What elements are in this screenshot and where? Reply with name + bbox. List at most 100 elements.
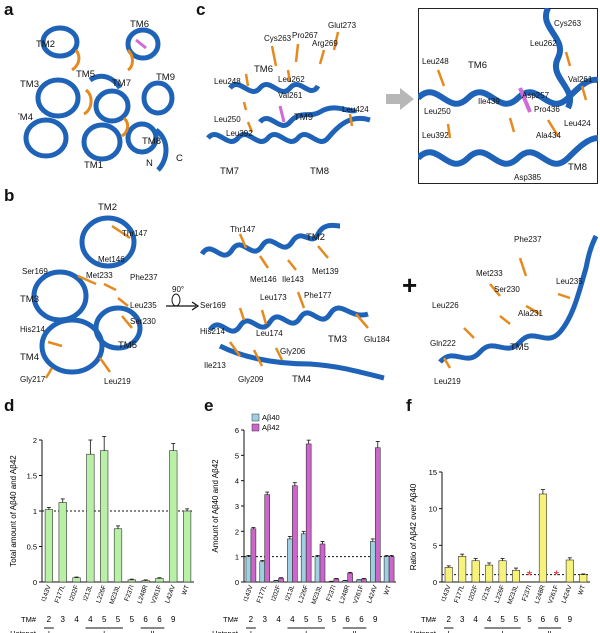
label-bm-phe177: Phe177 bbox=[304, 291, 332, 300]
label-b-ser230: Ser230 bbox=[130, 317, 156, 326]
plus-sign: + bbox=[402, 270, 418, 300]
tm-number: 5 bbox=[116, 615, 121, 624]
tm-number: 6 bbox=[554, 615, 559, 624]
label-b-ser169: Ser169 bbox=[22, 267, 48, 276]
tm-number: 5 bbox=[514, 615, 519, 624]
label-b-tm4: TM4 bbox=[20, 352, 39, 363]
panel-a-structure: TM2 TM6 TM3 TM5 TM7 TM9 TM4 TM8 TM1 N C bbox=[18, 19, 183, 172]
bar bbox=[579, 574, 588, 583]
label-bm-leu174: Leu174 bbox=[256, 329, 283, 338]
legend-label: Aβ42 bbox=[262, 423, 280, 432]
bar bbox=[333, 578, 340, 583]
tm-number: 5 bbox=[500, 615, 505, 624]
legend-swatch bbox=[251, 413, 260, 422]
label-br-tm5: TM5 bbox=[510, 342, 529, 353]
panel-b-left-structure: TM2 Thr147 Met146 Ser169 Met233 Phe237 T… bbox=[20, 202, 158, 386]
x-tick-label: L424V bbox=[164, 584, 177, 605]
label-a-tm5: TM5 bbox=[76, 69, 95, 80]
y-tick-label: 5 bbox=[433, 541, 437, 550]
bar bbox=[300, 533, 307, 583]
x-tick-label: M233L bbox=[507, 584, 521, 605]
x-tick-label: L226F bbox=[494, 584, 507, 604]
tm-number: 6 bbox=[143, 615, 148, 624]
bar bbox=[342, 580, 348, 583]
bar bbox=[374, 447, 381, 583]
label-bm-leu173: Leu173 bbox=[260, 293, 287, 302]
tm-number: 4 bbox=[74, 615, 79, 624]
y-tick-label: 4 bbox=[235, 477, 239, 486]
label-bm-ser169: Ser169 bbox=[200, 301, 226, 310]
y-tick-label: 1.5 bbox=[27, 472, 37, 481]
bar bbox=[264, 494, 271, 583]
tm-number: 9 bbox=[568, 615, 573, 624]
label-bm-tm2: TM2 bbox=[306, 232, 325, 243]
bar bbox=[44, 509, 54, 583]
bar bbox=[458, 556, 467, 583]
bar bbox=[86, 453, 95, 583]
tm-number: 3 bbox=[263, 615, 268, 624]
x-tick-label: L424V bbox=[366, 584, 379, 605]
tm-number: 2 bbox=[447, 615, 452, 624]
label-b-leu219: Leu219 bbox=[104, 377, 131, 386]
label-c-cys263: Cys263 bbox=[264, 34, 292, 43]
x-tick-label: L226F bbox=[297, 584, 310, 604]
label-b-tm2: TM2 bbox=[98, 202, 117, 213]
x-tick-label: I143V bbox=[242, 584, 255, 603]
bar bbox=[287, 538, 293, 583]
x-tick-label: I143V bbox=[40, 584, 53, 603]
label-ci-val261: Val261 bbox=[568, 75, 593, 84]
bar bbox=[245, 556, 252, 583]
rotation-indicator: 90° bbox=[166, 285, 200, 311]
label-br-ala231: Ala231 bbox=[518, 309, 543, 318]
y-axis-label: Amount of Aβ40 and Aβ42 bbox=[211, 459, 220, 553]
hotspot-row-title: Hotspot bbox=[212, 629, 239, 633]
tm-number: 4 bbox=[276, 615, 281, 624]
label-ci-cys263: Cys263 bbox=[554, 19, 582, 28]
tm-number: 5 bbox=[130, 615, 135, 624]
label-bm-tm4: TM4 bbox=[292, 374, 311, 385]
label-c-glut273: Glut273 bbox=[328, 21, 357, 30]
tm-row-title: TM# bbox=[21, 615, 37, 624]
label-br-leu235: Leu235 bbox=[556, 277, 583, 286]
x-tick-label: V261F bbox=[547, 584, 560, 604]
label-c-leu262: Leu262 bbox=[278, 75, 305, 84]
bar bbox=[498, 560, 507, 583]
bar bbox=[58, 502, 67, 583]
x-tick-label: I202F bbox=[467, 584, 479, 602]
tm-number: 4 bbox=[88, 615, 93, 624]
label-bm-thr147: Thr147 bbox=[230, 225, 256, 234]
tm-number: 5 bbox=[318, 615, 323, 624]
panel-b-middle-structure: TM2 Thr147 Met139 Ile143 Met146 Ser169 L… bbox=[200, 222, 390, 385]
hotspot-row-title: Hotspot bbox=[10, 629, 37, 633]
bar bbox=[361, 578, 367, 583]
x-tick-label: L424V bbox=[561, 584, 574, 605]
label-a-tm4: TM4 bbox=[18, 112, 33, 123]
x-tick-label: L248R bbox=[338, 584, 351, 605]
label-c-leu392: Leu392 bbox=[226, 129, 253, 138]
bar bbox=[383, 556, 390, 583]
y-axis-label: Ratio of Aβ42 over Aβ40 bbox=[409, 483, 418, 570]
tm-number: 2 bbox=[249, 615, 254, 624]
label-c-tm9: TM9 bbox=[294, 112, 313, 123]
panel-letter-c: c bbox=[196, 0, 206, 19]
label-ci-leu262: Leu262 bbox=[530, 39, 557, 48]
panel-letter-f: f bbox=[406, 396, 412, 415]
y-tick-label: 0 bbox=[433, 578, 437, 587]
tm-number: 4 bbox=[473, 615, 478, 624]
label-a-c: C bbox=[176, 153, 183, 164]
tm-number: 9 bbox=[373, 615, 378, 624]
y-tick-label: 5 bbox=[235, 451, 239, 460]
label-a-tm1: TM1 bbox=[84, 160, 103, 171]
label-ci-ala434: Ala434 bbox=[536, 131, 561, 140]
label-br-gln222: Gln222 bbox=[430, 339, 456, 348]
x-tick-label: WT bbox=[383, 584, 393, 596]
hotspot-label: I bbox=[501, 629, 503, 633]
hotspot-label: II bbox=[150, 629, 154, 633]
x-tick-label: L248R bbox=[136, 584, 149, 605]
bar bbox=[259, 561, 266, 583]
label-a-tm2: TM2 bbox=[36, 39, 55, 50]
tm-number: 6 bbox=[345, 615, 350, 624]
y-tick-label: 0 bbox=[33, 578, 37, 587]
tm-number: 3 bbox=[61, 615, 66, 624]
